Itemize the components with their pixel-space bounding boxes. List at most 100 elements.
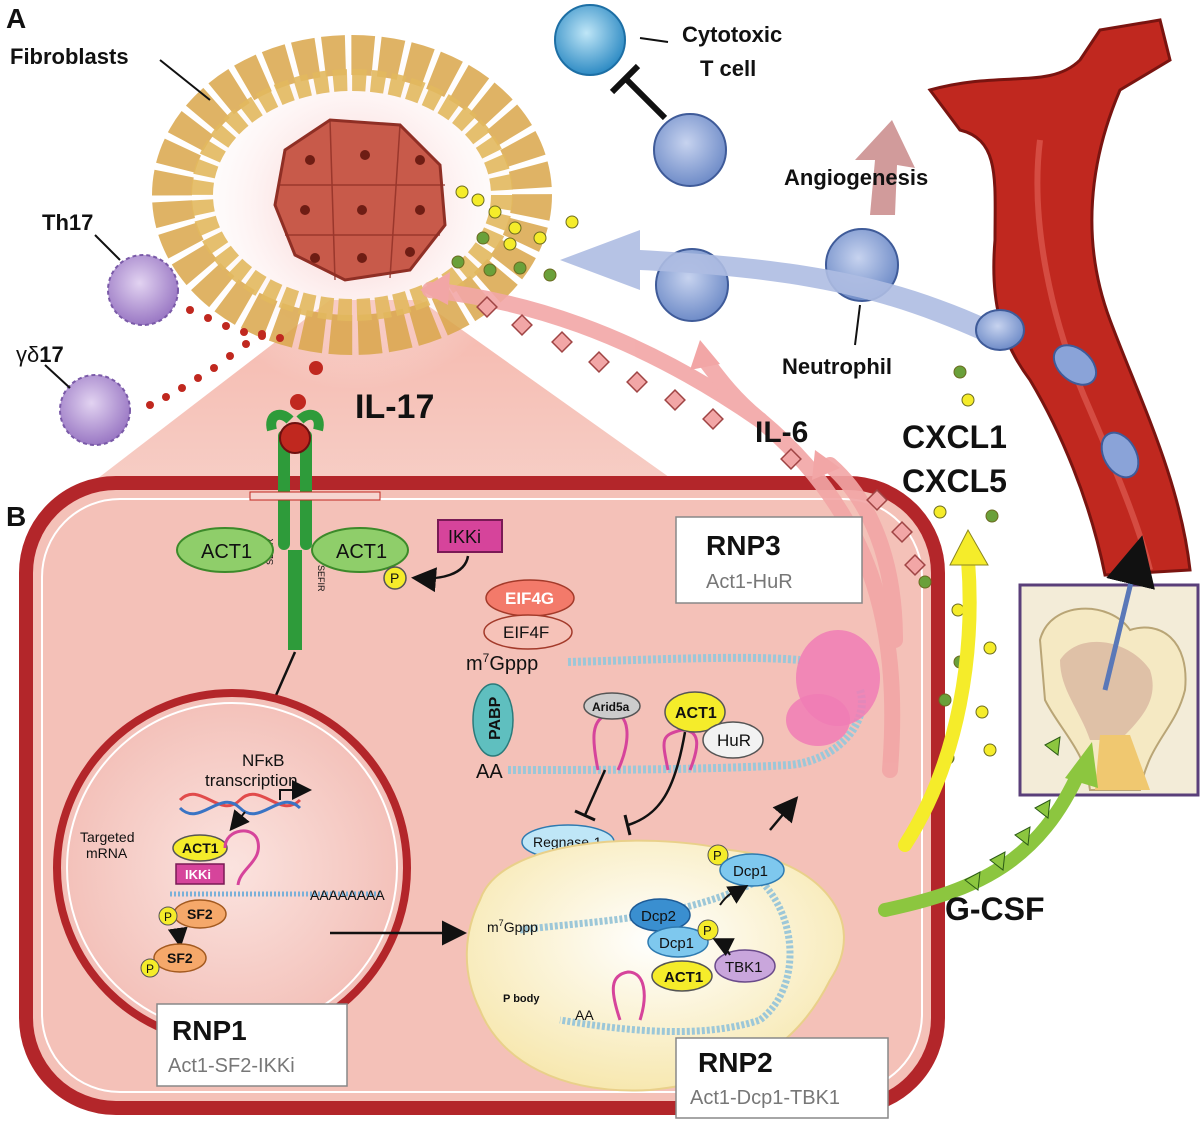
arid5a-inhibit-line bbox=[583, 769, 607, 816]
th17-cell bbox=[107, 254, 179, 326]
sf2-top-label: SF2 bbox=[187, 906, 213, 922]
il6-particles bbox=[476, 296, 926, 576]
tbk1-label: TBK1 bbox=[725, 959, 763, 976]
poly-a-label: AA bbox=[476, 761, 503, 783]
nfkb-label: NFκB bbox=[242, 751, 285, 770]
rnp1-box bbox=[156, 1003, 348, 1087]
il6-arrowheads bbox=[420, 272, 840, 480]
cytotoxic-t-cell bbox=[554, 4, 626, 76]
act1-left-label: ACT1 bbox=[201, 541, 252, 563]
pbody-stem-loop bbox=[611, 970, 646, 1021]
dcp1-release-arrow bbox=[719, 884, 749, 906]
act1-right bbox=[311, 527, 409, 573]
nucleus-ikki-label: IKKi bbox=[185, 867, 211, 882]
mrna-label: mRNA bbox=[86, 845, 128, 861]
nucleus-act1-label: ACT1 bbox=[182, 840, 219, 856]
tbk1 bbox=[714, 949, 776, 983]
nucleus bbox=[53, 689, 411, 1047]
act1-inhibit-line bbox=[627, 731, 687, 827]
gd17-cell bbox=[59, 374, 131, 446]
bone-marrow-inset bbox=[1018, 583, 1200, 797]
angiogenesis-arrow bbox=[855, 120, 915, 215]
phospho-act1-label: P bbox=[390, 570, 399, 586]
pbody-to-translation-arrow bbox=[769, 796, 799, 831]
il6-label: IL-6 bbox=[755, 416, 808, 449]
angiogenesis-label: Angiogenesis bbox=[784, 165, 928, 190]
dcp1-top bbox=[719, 853, 785, 887]
rnp3-subtitle: Act1-HuR bbox=[706, 571, 793, 593]
eif4g-label: EIF4G bbox=[505, 589, 554, 608]
tumor-mass bbox=[152, 20, 552, 390]
il17-label: IL-17 bbox=[355, 388, 434, 426]
tbk1-arrow bbox=[712, 938, 735, 957]
arid5a bbox=[583, 692, 641, 720]
dcp1-p-label: P bbox=[703, 923, 712, 938]
dcp1-top-p-label: P bbox=[713, 848, 722, 863]
neutrophil-top bbox=[653, 113, 727, 187]
dcp1 bbox=[647, 926, 709, 958]
nucleus-act1 bbox=[172, 834, 228, 862]
gcsf-triangles bbox=[964, 736, 1061, 891]
targeted-label: Targeted bbox=[80, 829, 134, 845]
inhibition-line bbox=[622, 75, 668, 121]
panel-label-b: B bbox=[6, 501, 26, 532]
cxcl1-label: CXCL1 bbox=[902, 419, 1007, 455]
il17-receptor bbox=[249, 409, 381, 650]
nucleus-ikki bbox=[175, 863, 225, 885]
pbody-act1-label: ACT1 bbox=[664, 969, 703, 986]
rnp2-title: RNP2 bbox=[698, 1047, 773, 1078]
fibroblasts-pointer bbox=[159, 59, 211, 101]
ikki-box bbox=[437, 519, 503, 553]
th17-label: Th17 bbox=[42, 210, 93, 235]
rnp2-box bbox=[675, 1037, 889, 1119]
chemokine-dots bbox=[451, 185, 999, 765]
eif4f bbox=[483, 614, 573, 650]
rnp2-subtitle: Act1-Dcp1-TBK1 bbox=[690, 1087, 840, 1109]
polya-label: AAAAAAAA bbox=[310, 887, 385, 903]
act1-translation bbox=[664, 691, 726, 733]
pbody-label: P body bbox=[503, 993, 540, 1005]
pabp bbox=[472, 683, 514, 757]
pbody-act1 bbox=[651, 960, 713, 992]
sf2-top-phospho bbox=[158, 906, 178, 926]
transcription-label: transcription bbox=[205, 771, 298, 790]
act1-right-label: ACT1 bbox=[336, 541, 387, 563]
rnp1-subtitle: Act1-SF2-IKKi bbox=[168, 1055, 295, 1077]
rnp1-title: RNP1 bbox=[172, 1015, 247, 1046]
neutrophil-pointer bbox=[854, 304, 861, 346]
act1-inhibit-bar bbox=[623, 814, 632, 836]
pbody-aa: AA bbox=[575, 1007, 594, 1023]
bone-to-vessel-arrow bbox=[1102, 535, 1155, 691]
transcription-start-arrow bbox=[279, 780, 312, 800]
il17-dots bbox=[146, 306, 323, 410]
nucleus-stem-loop bbox=[223, 829, 260, 886]
th17-pointer bbox=[94, 234, 121, 261]
sf2-bottom-label: SF2 bbox=[167, 950, 193, 966]
dna-to-mrna-arrow bbox=[229, 809, 250, 832]
dcp1-top-label: Dcp1 bbox=[733, 863, 768, 880]
cxcl5-label: CXCL5 bbox=[902, 463, 1007, 499]
eif4f-label: EIF4F bbox=[503, 623, 549, 642]
cxcl-arrow bbox=[898, 553, 977, 852]
panel-label-a: A bbox=[6, 3, 26, 34]
mrna-translation bbox=[507, 630, 880, 774]
sf2-top-p-label: P bbox=[164, 910, 172, 924]
zoom-cone bbox=[80, 300, 690, 492]
hur-label: HuR bbox=[717, 731, 751, 750]
ikki-label: IKKi bbox=[448, 527, 481, 547]
sf2-bottom-p-label: P bbox=[146, 962, 154, 976]
rnp3-title: RNP3 bbox=[706, 530, 781, 561]
gcsf-label: G-CSF bbox=[945, 891, 1045, 927]
arid5a-label: Arid5a bbox=[592, 700, 630, 714]
arid5a-inhibit-bar bbox=[574, 809, 596, 822]
blood-vessel bbox=[927, 18, 1192, 577]
gd17-pointer bbox=[44, 364, 71, 389]
gcsf-arrowhead bbox=[1065, 742, 1098, 788]
m7gppp-label: m7Gppp bbox=[466, 651, 538, 675]
neutrophil-label: Neutrophil bbox=[782, 354, 892, 379]
migration-arrow bbox=[560, 230, 990, 340]
dcp1-label: Dcp1 bbox=[659, 935, 694, 952]
cytotoxic-label: Cytotoxic bbox=[682, 22, 782, 47]
phospho-act1 bbox=[383, 566, 407, 590]
ikki-arrow bbox=[411, 555, 470, 593]
